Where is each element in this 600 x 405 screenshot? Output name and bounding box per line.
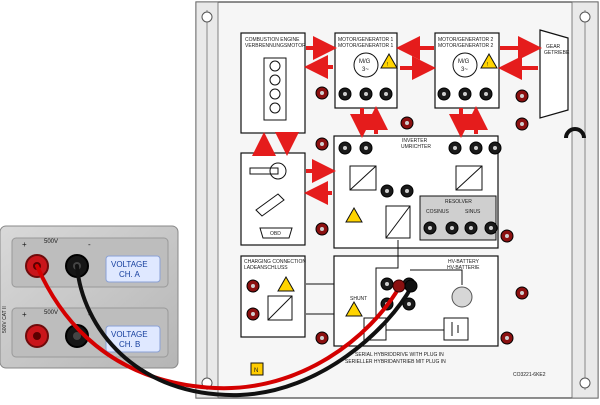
- obd-connector-icon: [259, 227, 293, 239]
- ch-a-minus-label: -: [88, 240, 91, 249]
- warning-icon: [277, 275, 295, 292]
- gear-title-de: GETRIEBE: [544, 50, 570, 56]
- warning-icon: [345, 300, 363, 317]
- mg2-motor-symbol: [452, 52, 478, 78]
- panel-socket-hole: [505, 336, 509, 340]
- engine-title-de: VERBRENNUNGSMOTOR: [245, 43, 306, 49]
- panel-socket-hole: [343, 92, 347, 96]
- ch-a-channel-label: CH. A: [119, 270, 141, 279]
- panel-socket-hole: [320, 336, 324, 340]
- black-lead-plug[interactable]: [404, 279, 418, 293]
- panel-socket-hole: [442, 92, 446, 96]
- panel-socket-hole: [463, 92, 467, 96]
- footer-title-en: SERIAL HYBRIDDRIVE WITH PLUG IN: [355, 352, 444, 358]
- internal-wiring: [306, 240, 463, 331]
- panel-socket-hole: [474, 146, 478, 150]
- gear-block: [539, 29, 569, 119]
- power-flow-arrows: [252, 36, 542, 205]
- mg2-symbol: M/G: [458, 59, 470, 65]
- panel-socket-hole: [343, 146, 347, 150]
- panel-socket-hole: [384, 92, 388, 96]
- red-lead-plug[interactable]: [392, 279, 406, 293]
- engine-title-en: COMBUSTION ENGINE: [245, 37, 300, 43]
- pedal-icon: [255, 193, 285, 217]
- panel-socket-hole: [385, 189, 389, 193]
- gear-title-en: GEAR: [546, 44, 561, 50]
- panel-socket-hole: [320, 227, 324, 231]
- panel-socket-hole: [407, 302, 411, 306]
- battery-title-de: HV-BATTERIE: [447, 265, 480, 271]
- obd-label: OBD: [270, 231, 281, 237]
- ch-b-voltage-limit: 500V: [44, 310, 58, 316]
- charging-title-en: CHARGING CONNECTION: [244, 259, 306, 265]
- warning-icon: [345, 206, 363, 223]
- panel-socket-hole: [493, 146, 497, 150]
- shunt-label: SHUNT: [350, 296, 367, 302]
- ch-b-channel-label: CH. B: [119, 340, 140, 349]
- panel-socket-hole: [453, 146, 457, 150]
- battery-title-en: HV-BATTERY: [448, 259, 480, 265]
- panel-socket-hole: [405, 189, 409, 193]
- battery-symbol: [443, 317, 469, 341]
- mg1-title-en: MOTOR/GENERATOR 1: [338, 37, 394, 43]
- brand-logo-letter: N: [254, 368, 258, 374]
- inverter-title-de: UMRICHTER: [401, 144, 431, 150]
- cat-rating-label: 500V CAT II: [2, 306, 8, 333]
- footer-title-de: SERIELLER HYBRIDANTRIEB MIT PLUG IN: [345, 359, 446, 365]
- panel-socket-hole: [505, 234, 509, 238]
- brand-logo: [250, 362, 264, 376]
- mg2-phase: 3~: [461, 67, 468, 73]
- red-test-lead[interactable]: [35, 264, 402, 391]
- panel-socket-hole: [385, 282, 389, 286]
- mg2-title-en: MOTOR/GENERATOR 2: [438, 37, 494, 43]
- ch-b-voltage-label: VOLTAGE: [111, 330, 148, 339]
- warning-icon: [380, 52, 398, 69]
- panel-screw-icon: [579, 377, 591, 389]
- panel-socket-hole: [251, 284, 255, 288]
- black-test-lead[interactable]: [75, 264, 414, 398]
- shaft-symbol: [564, 127, 586, 139]
- panel-code: CO3221-6KE2: [513, 372, 546, 378]
- mg2-title-de: MOTOR/GENERATOR 2: [438, 43, 494, 49]
- mg1-symbol: M/G: [359, 59, 371, 65]
- key-icon: [249, 162, 287, 180]
- panel-socket-hole: [520, 122, 524, 126]
- panel-socket-hole: [489, 226, 493, 230]
- panel-socket-hole: [251, 312, 255, 316]
- panel-socket-hole: [364, 146, 368, 150]
- panel-socket-hole: [520, 291, 524, 295]
- ch-a-voltage-label: VOLTAGE: [111, 260, 148, 269]
- mg1-motor-symbol: [353, 52, 379, 78]
- sinus-label: SINUS: [465, 209, 481, 215]
- panel-socket-hole: [320, 142, 324, 146]
- panel-socket-hole: [428, 226, 432, 230]
- svg-text:!: !: [387, 62, 388, 68]
- panel-socket-hole: [450, 226, 454, 230]
- resolver-title: RESOLVER: [445, 199, 472, 205]
- charging-title-de: LADEANSCHLUSS: [244, 265, 288, 271]
- panel-socket-hole: [520, 94, 524, 98]
- panel-screw-icon: [201, 11, 213, 23]
- panel-socket-hole: [484, 92, 488, 96]
- ch-a-plus-label: +: [22, 240, 27, 249]
- svg-text:!: !: [487, 62, 488, 68]
- panel-socket-hole: [364, 92, 368, 96]
- inverter-title-en: INVERTER: [402, 138, 428, 144]
- panel-socket-hole: [469, 226, 473, 230]
- ch-a-voltage-limit: 500V: [44, 239, 58, 245]
- warning-icon: [480, 52, 498, 69]
- mg1-title-de: MOTOR/GENERATOR 1: [338, 43, 394, 49]
- panel-socket-hole: [320, 91, 324, 95]
- cosinus-label: COSINUS: [426, 209, 449, 215]
- panel-screw-icon: [579, 11, 591, 23]
- panel-socket-hole: [405, 121, 409, 125]
- ch-b-plus-label: +: [22, 310, 27, 319]
- mg1-phase: 3~: [362, 67, 369, 73]
- ch-a-label-plate: [105, 255, 161, 283]
- battery-knob[interactable]: [451, 286, 473, 308]
